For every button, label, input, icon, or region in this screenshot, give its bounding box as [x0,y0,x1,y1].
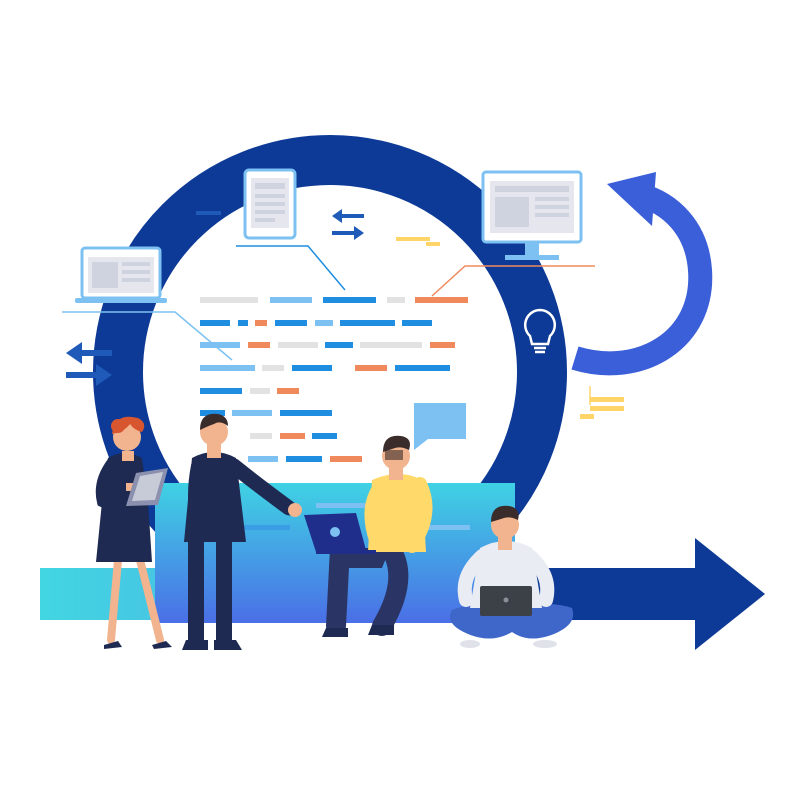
tablet-icon [243,168,297,240]
man-cross-legged-with-laptop [450,505,574,648]
man-in-suit-pointing [182,413,302,650]
refresh-arrow-icon [571,172,713,376]
desktop-monitor-icon [481,170,583,260]
laptop-icon [75,246,167,303]
swap-arrows-icon [66,342,112,386]
man-sitting-with-laptop [304,435,433,637]
woman-with-tablet [95,416,172,649]
code-lines [200,297,470,530]
speech-bubble-icon [414,403,466,450]
connector-lines [62,245,595,361]
forward-arrow-icon [695,538,765,650]
swap-arrows-icon [332,209,364,240]
accent-marks [396,237,624,419]
lightbulb-icon [523,308,557,354]
decorative-dash [196,211,221,215]
